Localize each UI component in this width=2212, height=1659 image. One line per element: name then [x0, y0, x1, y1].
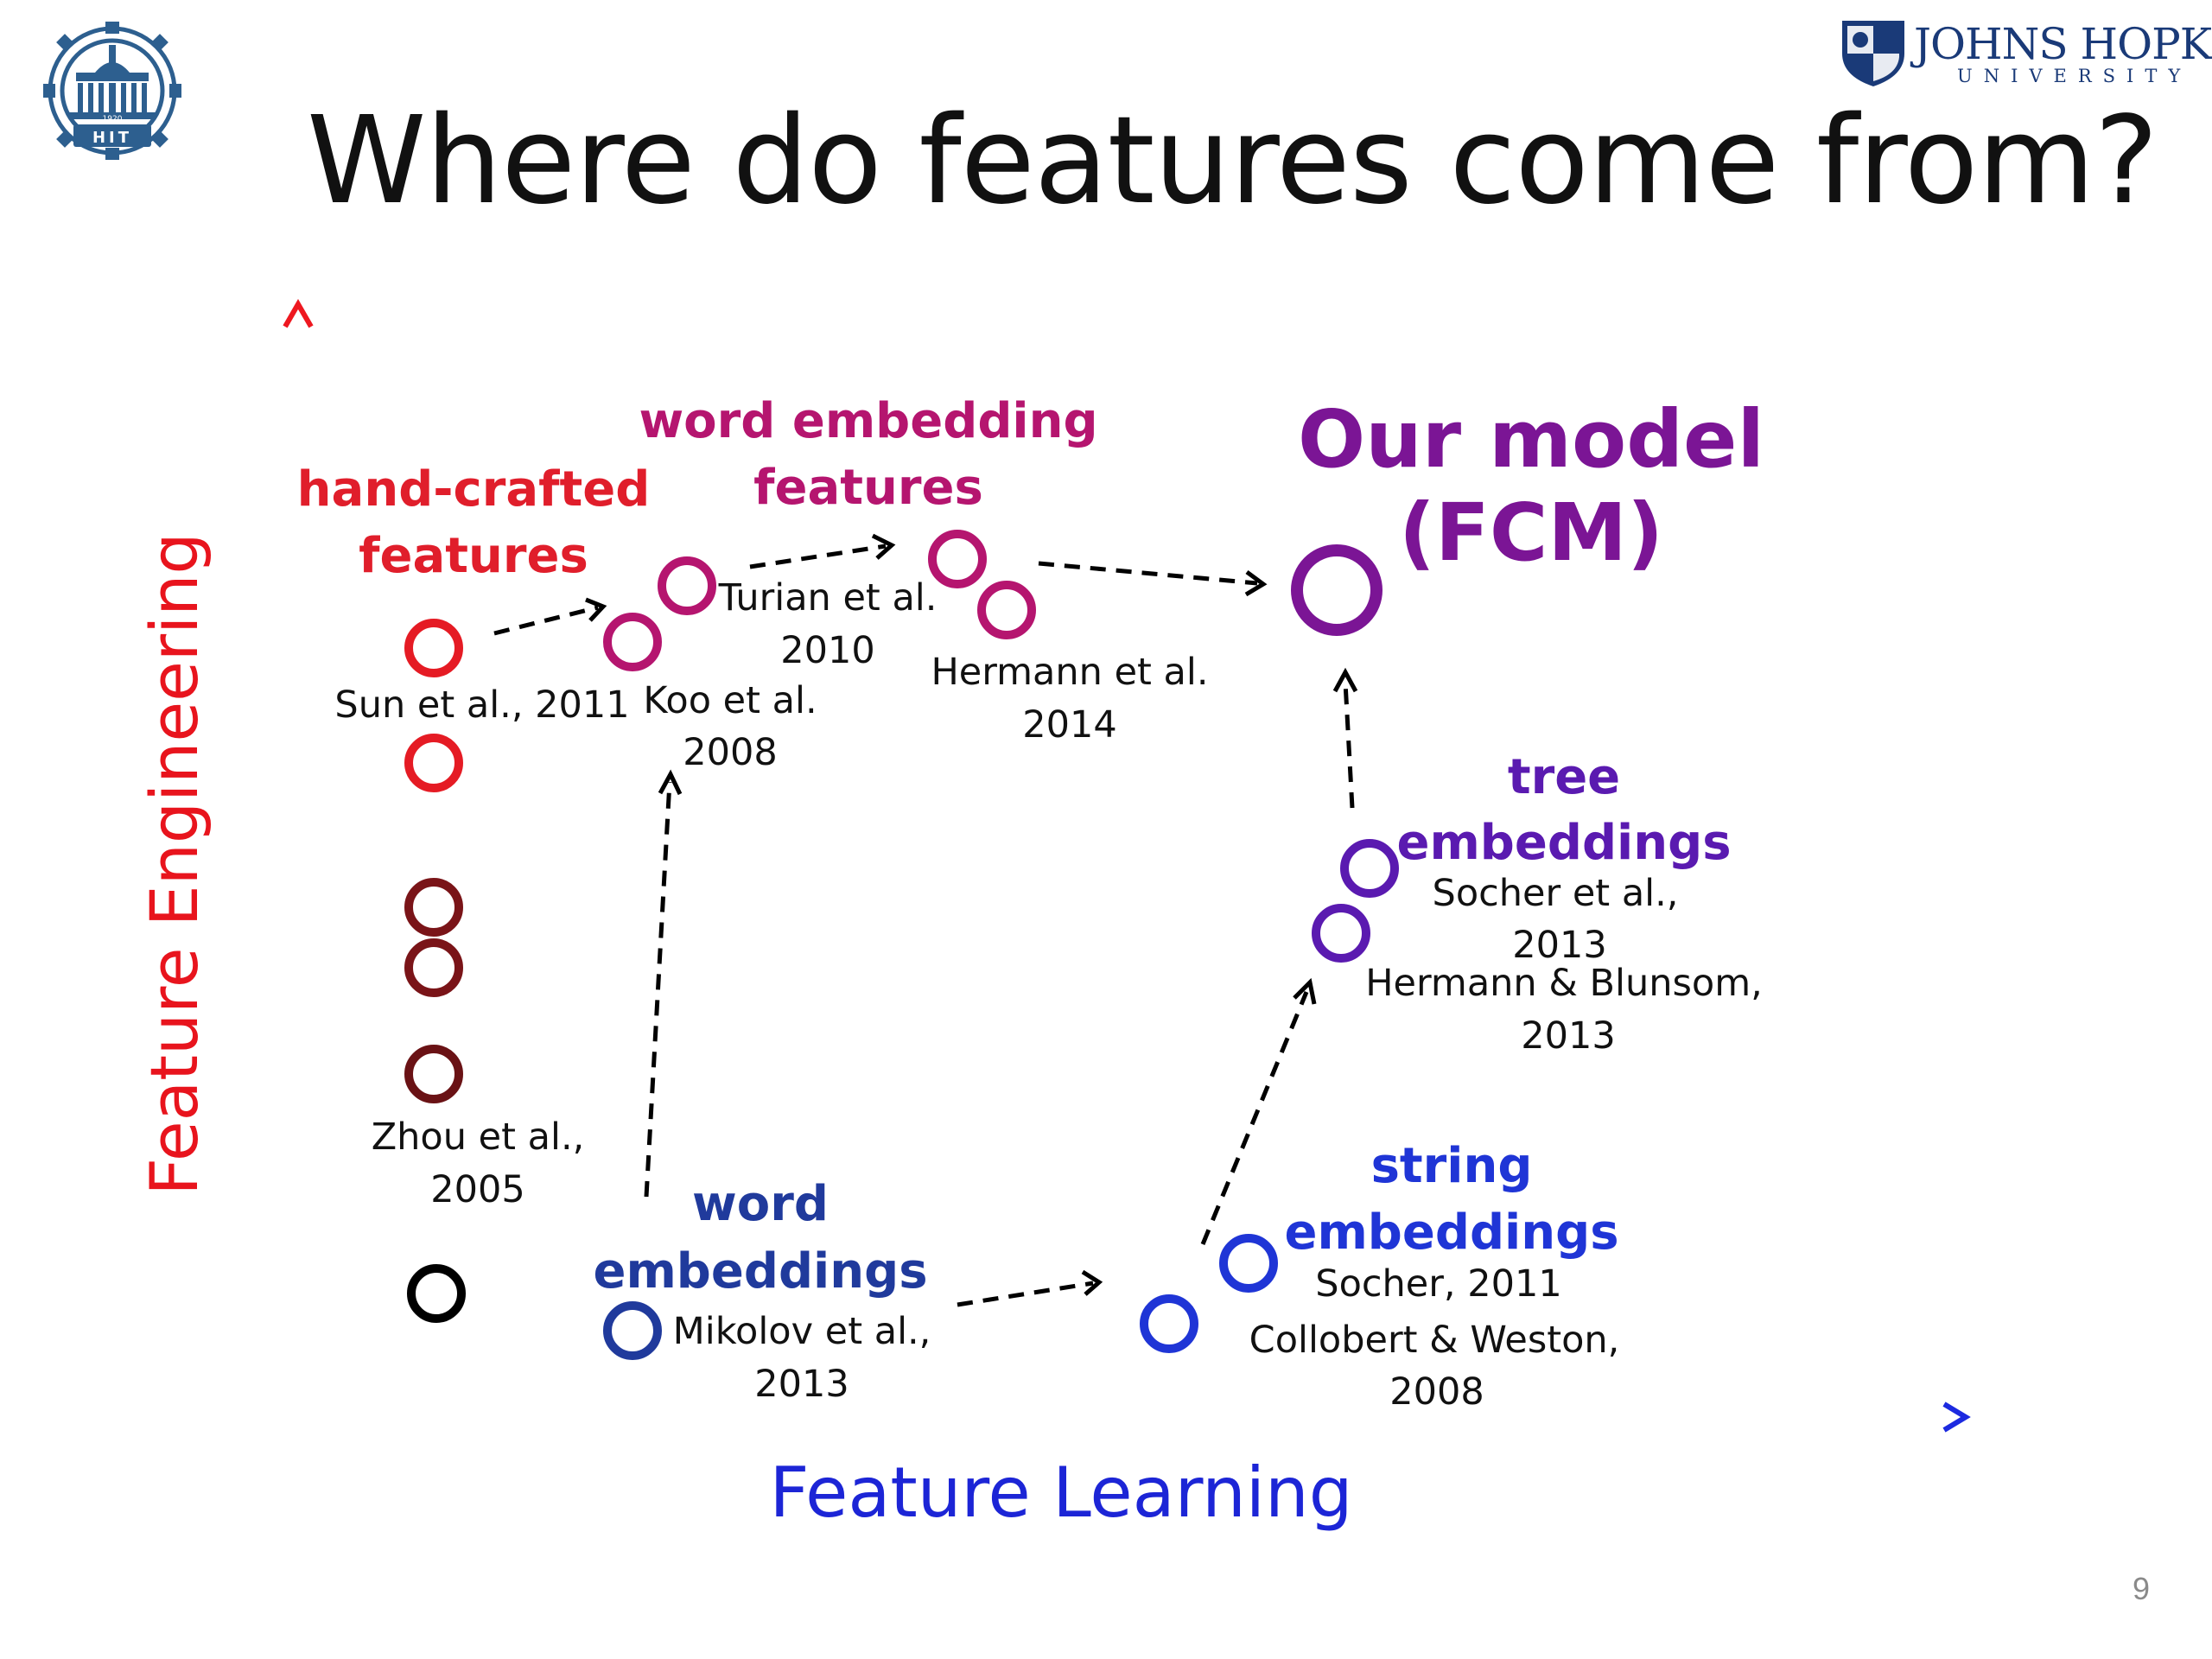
- arrowhead-icon: [1244, 569, 1268, 597]
- citation-mikolov-2: 2013: [754, 1363, 849, 1406]
- node-mikolov-2013: [603, 1301, 662, 1360]
- citation-zhou-2: 2005: [430, 1168, 524, 1211]
- citation-koo-2: 2008: [683, 731, 777, 774]
- citation-hermann2014-1: Hermann et al.: [931, 651, 1208, 694]
- x-axis-arrow-icon: [1942, 1402, 1971, 1433]
- node-hermann-2014-b: [977, 581, 1036, 639]
- label-our-model-1: Our model: [1298, 393, 1764, 486]
- arrow-koo-to-hermann: [749, 543, 887, 569]
- label-our-model-2: (FCM): [1399, 486, 1663, 579]
- citation-turian-2: 2010: [780, 629, 874, 672]
- citation-collobert-1: Collobert & Weston,: [1249, 1319, 1620, 1362]
- arrow-sun-to-koo: [493, 605, 599, 636]
- jhu-shield-icon: [1842, 21, 1904, 86]
- arrow-hermann-to-fcm: [1038, 561, 1258, 586]
- label-handcrafted-2: features: [359, 528, 588, 584]
- label-string-embeddings-2: embeddings: [1284, 1205, 1618, 1261]
- hit-logo-year: 1920: [103, 115, 123, 124]
- arrow-tree-to-fcm: [1343, 682, 1355, 809]
- x-axis-label: Feature Learning: [769, 1452, 1352, 1533]
- label-string-embeddings-1: string: [1371, 1138, 1533, 1194]
- arrow-string-to-tree: [1200, 991, 1309, 1245]
- jhu-logo: JOHNS HOPKINS UNIVERSITY: [1914, 19, 2212, 86]
- node-koo-2008: [603, 613, 662, 671]
- hit-logo-text: HIT: [92, 129, 132, 147]
- label-handcrafted-1: hand-crafted: [297, 461, 651, 518]
- page-number: 9: [2133, 1571, 2151, 1606]
- y-axis-arrow-icon: [283, 298, 314, 328]
- citation-hermann-blunsom-1: Hermann & Blunsom,: [1365, 962, 1763, 1005]
- jhu-logo-name: JOHNS HOPKINS: [1914, 19, 2212, 69]
- citation-socher2013-1: Socher et al.,: [1433, 872, 1679, 915]
- arrow-word-to-koo: [644, 781, 672, 1198]
- node-baseline: [407, 1264, 466, 1323]
- citation-hermann-blunsom-2: 2013: [1521, 1014, 1615, 1058]
- label-word-embeddings-2: embeddings: [593, 1243, 927, 1300]
- citation-sun: Sun et al., 2011: [334, 683, 629, 727]
- node-turian-2010: [658, 556, 716, 615]
- arrow-mikolov-to-string: [957, 1281, 1094, 1307]
- node-handcrafted-2: [404, 734, 463, 792]
- label-word-embedding-features-2: features: [753, 460, 983, 516]
- arrowhead-icon: [871, 533, 896, 560]
- node-hermann-blunsom-2013: [1312, 904, 1370, 963]
- citation-socher2011: Socher, 2011: [1315, 1262, 1561, 1306]
- node-socher-2013: [1340, 839, 1399, 898]
- citation-collobert-2: 2008: [1389, 1370, 1484, 1414]
- citation-mikolov-1: Mikolov et al.,: [673, 1310, 931, 1353]
- node-handcrafted-3: [404, 878, 463, 937]
- arrowhead-icon: [1293, 977, 1317, 1005]
- node-hermann-2014-a: [928, 530, 987, 588]
- label-word-embedding-features-1: word embedding: [639, 393, 1097, 449]
- citation-turian-1: Turian et al.: [718, 576, 938, 620]
- citation-hermann2014-2: 2014: [1022, 703, 1116, 747]
- node-collobert-2008: [1140, 1294, 1198, 1353]
- hit-logo: 1920 HIT: [43, 22, 181, 160]
- arrowhead-icon: [658, 769, 683, 796]
- node-our-model-fcm: [1291, 544, 1382, 636]
- label-tree-embeddings-2: embeddings: [1396, 815, 1731, 871]
- node-socher-2011: [1219, 1234, 1278, 1293]
- arrowhead-icon: [585, 597, 607, 622]
- label-word-embeddings-1: word: [692, 1176, 829, 1232]
- citation-zhou-1: Zhou et al.,: [372, 1116, 585, 1159]
- citation-socher2013-2: 2013: [1512, 924, 1606, 967]
- node-handcrafted-4: [404, 938, 463, 997]
- node-zhou-2005: [404, 1045, 463, 1103]
- citation-koo-1: Koo et al.: [643, 679, 817, 722]
- arrowhead-icon: [1081, 1269, 1103, 1296]
- jhu-logo-sub: UNIVERSITY: [1957, 66, 2192, 86]
- slide-title: Where do features come from?: [307, 91, 2158, 232]
- node-sun-2011: [404, 619, 463, 677]
- y-axis-label: Feature Engineering: [136, 532, 213, 1195]
- arrowhead-icon: [1332, 667, 1358, 693]
- label-tree-embeddings-1: tree: [1508, 749, 1620, 805]
